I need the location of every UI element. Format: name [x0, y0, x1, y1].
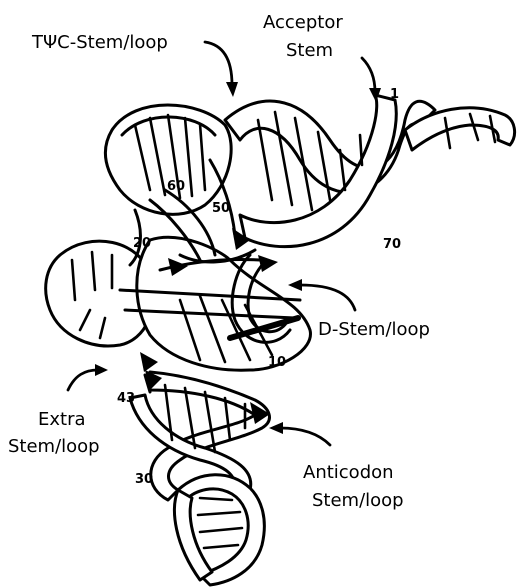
extra-label-line2: Stem/loop — [8, 436, 100, 457]
position-20: 20 — [133, 236, 151, 251]
position-70: 70 — [383, 237, 401, 252]
anticodon-loop — [174, 475, 264, 585]
position-43: 43 — [117, 391, 135, 406]
anticodon-label-line2: Stem/loop — [312, 490, 404, 511]
anticodon-label-line1: Anticodon — [303, 462, 394, 483]
acceptor-callout-arrow — [362, 58, 375, 92]
core-body — [120, 237, 310, 370]
d-stem-callout-arrow — [300, 285, 355, 310]
tpsic-callout-arrow — [205, 42, 232, 85]
d-stem-label: D-Stem/loop — [318, 319, 430, 340]
position-60: 60 — [167, 179, 185, 194]
acceptor-label-line2: Stem — [286, 40, 333, 61]
tpsic-loop — [105, 105, 231, 214]
extra-label-line1: Extra — [38, 409, 86, 430]
position-30: 30 — [135, 472, 153, 487]
position-1: 1 — [390, 87, 399, 102]
position-10: 10 — [268, 355, 286, 370]
acceptor-stem-helix — [225, 95, 435, 247]
tpsic-label: TΨC-Stem/loop — [31, 32, 168, 53]
acceptor-label-line1: Acceptor — [263, 12, 343, 33]
extra-callout-arrow — [68, 370, 98, 390]
position-50: 50 — [212, 201, 230, 216]
anticodon-callout-arrow — [280, 428, 330, 445]
